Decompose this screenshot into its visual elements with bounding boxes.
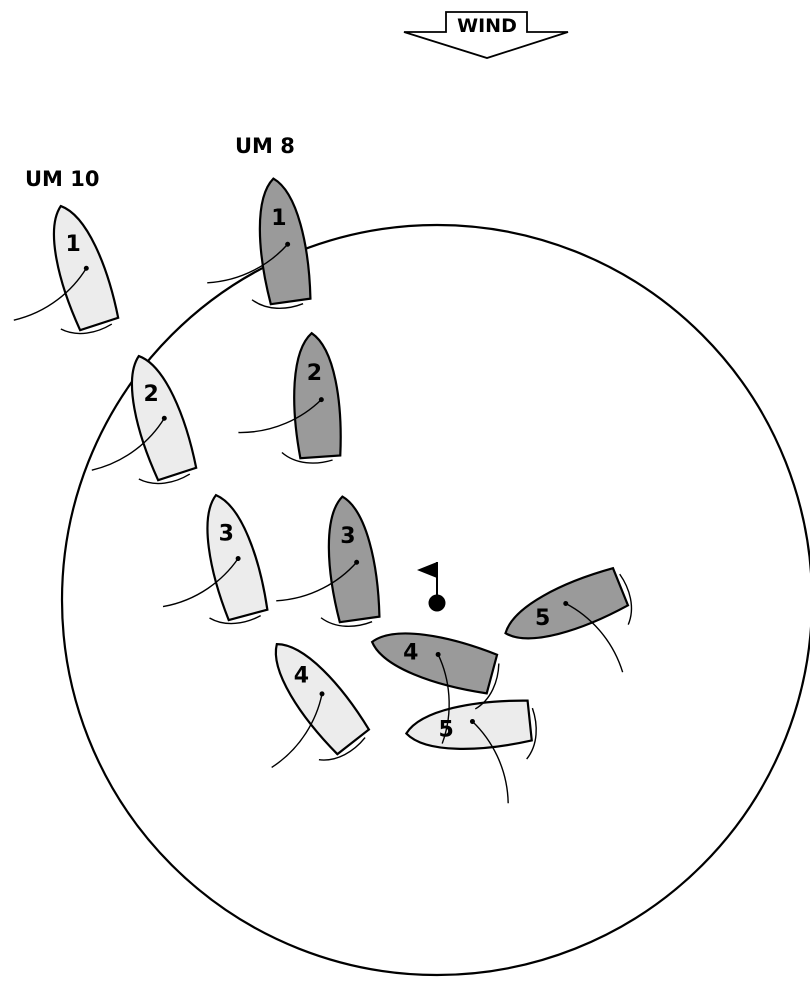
zone-circle: [61, 224, 810, 976]
boom: [238, 399, 322, 434]
boat-number: 1: [271, 206, 286, 231]
boom: [565, 602, 624, 673]
sail: [251, 299, 304, 309]
flag-mark-icon: [417, 562, 446, 612]
boom: [13, 267, 87, 321]
boat-um10-pos4: 4: [271, 643, 371, 769]
boat-number: 4: [403, 640, 418, 665]
mast: [161, 415, 167, 421]
boom: [471, 720, 509, 804]
mast: [319, 691, 325, 697]
mast: [435, 651, 441, 657]
boat-hull: [404, 699, 533, 750]
boom: [437, 654, 450, 744]
boat-um8-pos5: 5: [504, 566, 633, 673]
wind-label: WIND: [457, 15, 517, 37]
sail: [526, 707, 537, 760]
mark-buoy: [428, 594, 446, 612]
boat-um10-pos1: 1: [13, 204, 120, 335]
boat-um8-pos2: 2: [238, 331, 342, 464]
boat-hull: [327, 495, 381, 624]
mast: [563, 600, 569, 606]
boat-um10-pos5: 5: [404, 699, 537, 804]
boat-hull: [52, 204, 120, 332]
boat-label-um10: UM 10: [25, 167, 99, 191]
mast: [354, 559, 360, 565]
boat-um8-pos4: 4: [370, 632, 500, 744]
boat-hull: [130, 354, 198, 482]
mast: [469, 719, 475, 725]
boat-um10-pos2: 2: [91, 354, 198, 485]
sail: [318, 737, 366, 761]
boat-number: 2: [307, 361, 322, 386]
boat-number: 1: [66, 232, 81, 257]
boat-um8-pos1: 1: [207, 177, 312, 309]
boom: [271, 693, 323, 769]
sail: [281, 451, 333, 464]
boat-hull: [274, 643, 371, 756]
boat-hull: [293, 331, 342, 460]
mast: [285, 241, 291, 247]
wind-indicator: WIND: [403, 11, 569, 59]
mast: [235, 556, 241, 562]
boat-number: 4: [294, 664, 309, 689]
boat-um8-pos3: 3: [276, 495, 381, 627]
boat-um10-pos3: 3: [162, 493, 269, 625]
boat-hull: [258, 177, 312, 306]
sail: [619, 573, 633, 625]
boat-number: 3: [340, 524, 355, 549]
boat-hull: [370, 632, 499, 695]
boat-number: 5: [535, 606, 550, 631]
boom: [162, 558, 239, 608]
sail: [320, 617, 373, 627]
sail: [209, 615, 262, 625]
boat-number: 2: [144, 382, 159, 407]
boom: [207, 243, 289, 284]
boat-hull: [504, 566, 630, 640]
sail: [474, 663, 500, 710]
flag-pennant: [417, 562, 437, 578]
mast: [83, 265, 89, 271]
mast: [318, 397, 324, 403]
sail: [138, 473, 191, 485]
sail: [60, 323, 113, 335]
boom: [276, 561, 358, 602]
wind-arrow-icon: [403, 11, 569, 59]
boat-label-um8: UM 8: [235, 134, 295, 158]
boat-hull: [206, 493, 269, 622]
boat-number: 3: [219, 522, 234, 547]
boom: [91, 417, 165, 471]
